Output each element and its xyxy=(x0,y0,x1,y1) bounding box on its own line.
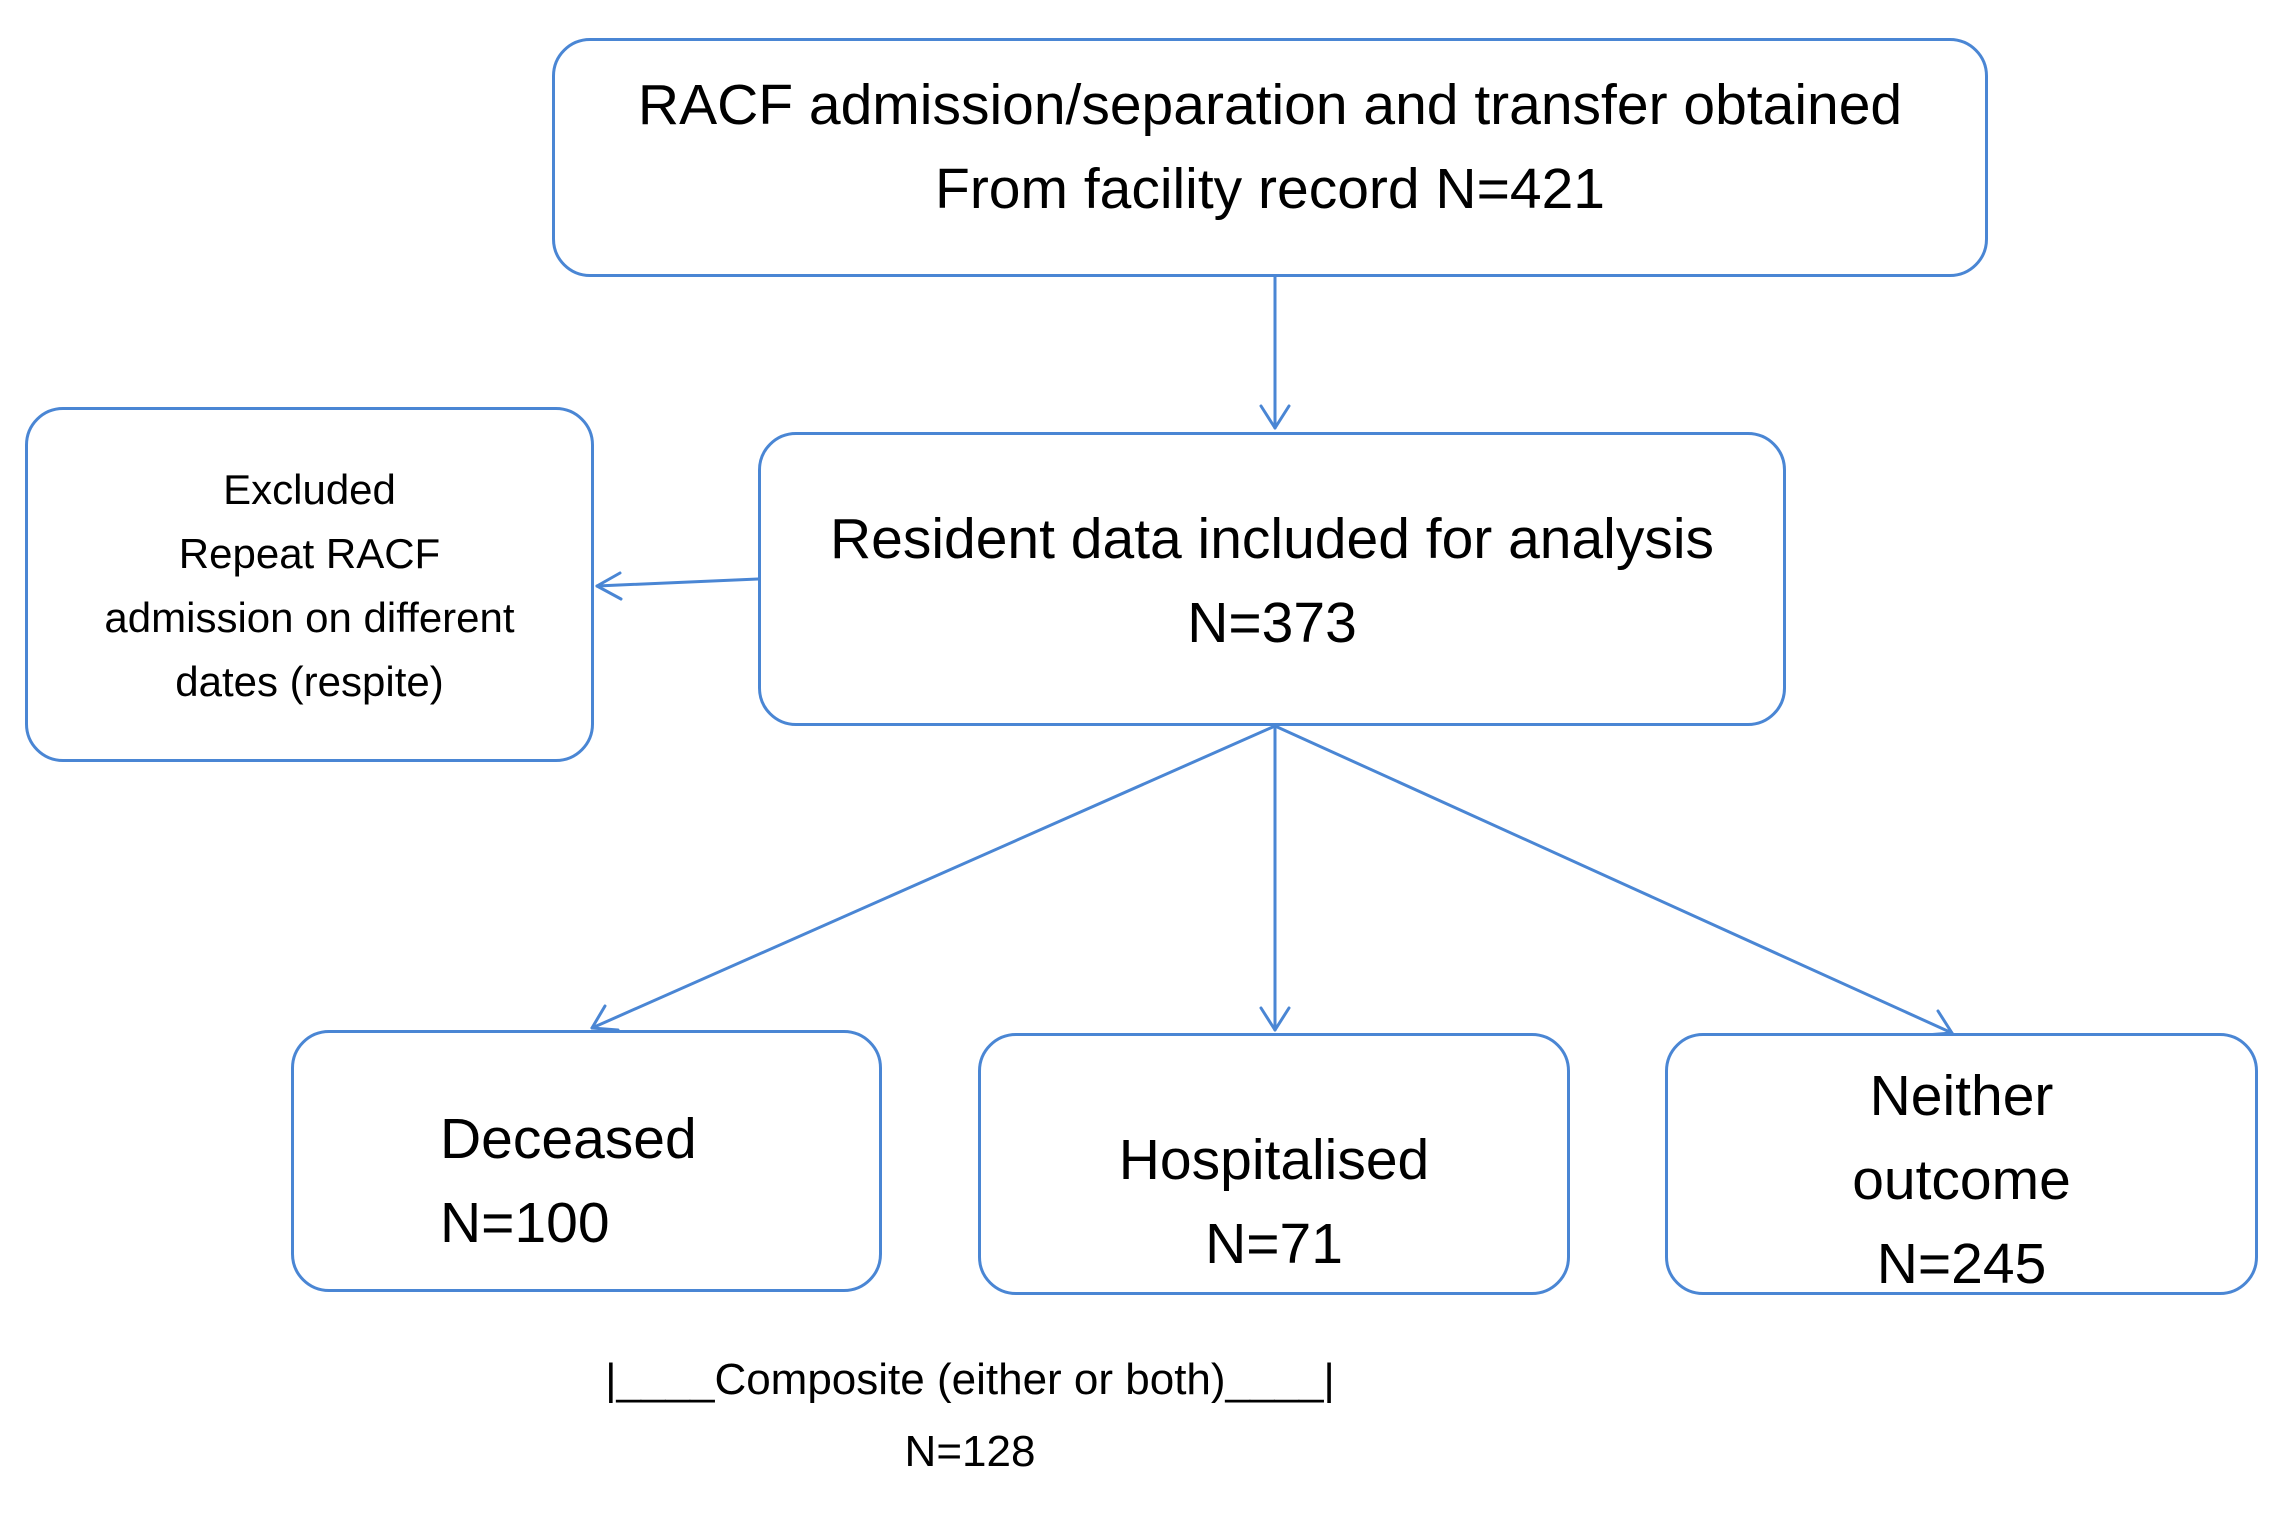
excluded-line-4: dates (respite) xyxy=(175,658,444,705)
included-line-1: Resident data included for analysis xyxy=(829,507,1715,571)
neither-count: N=245 xyxy=(1876,1232,2047,1296)
arrowhead-source-to-included xyxy=(1259,404,1291,430)
excluded-line-1: Excluded xyxy=(223,466,396,513)
included-line-2: N=373 xyxy=(1187,591,1357,655)
included-residents-box: Resident data included for analysis N=37… xyxy=(758,432,1786,726)
arrow-included-to-neither xyxy=(1273,724,1954,1035)
hospitalised-box: Hospitalised N=71 xyxy=(978,1033,1570,1295)
excluded-line-3: admission on different xyxy=(104,594,515,641)
arrow-included-to-deceased xyxy=(590,724,1277,1030)
composite-count: N=128 xyxy=(904,1427,1036,1476)
composite-bracket-label: |____Composite (either or both)____| xyxy=(605,1355,1335,1404)
deceased-box: Deceased N=100 xyxy=(291,1030,882,1292)
neither-outcome-box: Neither outcome N=245 xyxy=(1665,1033,2258,1296)
excluded-line-2: Repeat RACF xyxy=(178,530,441,577)
arrowhead-included-to-excluded xyxy=(595,571,623,601)
deceased-label: Deceased xyxy=(440,1107,697,1171)
hospitalised-label: Hospitalised xyxy=(1118,1128,1430,1192)
deceased-count: N=100 xyxy=(440,1191,610,1255)
arrowhead-included-to-deceased xyxy=(590,1004,620,1032)
arrow-included-to-excluded xyxy=(595,577,760,588)
excluded-box: Excluded Repeat RACF admission on differ… xyxy=(25,407,594,762)
arrowhead-included-to-hospitalised xyxy=(1259,1006,1291,1032)
source-records-box: RACF admission/separation and transfer o… xyxy=(552,38,1988,277)
neither-label-line-1: Neither xyxy=(1869,1064,2054,1128)
source-line-2: From facility record N=421 xyxy=(935,157,1605,221)
hospitalised-count: N=71 xyxy=(1205,1212,1343,1276)
source-line-1: RACF admission/separation and transfer o… xyxy=(637,73,1903,137)
neither-label-line-2: outcome xyxy=(1852,1148,2071,1212)
